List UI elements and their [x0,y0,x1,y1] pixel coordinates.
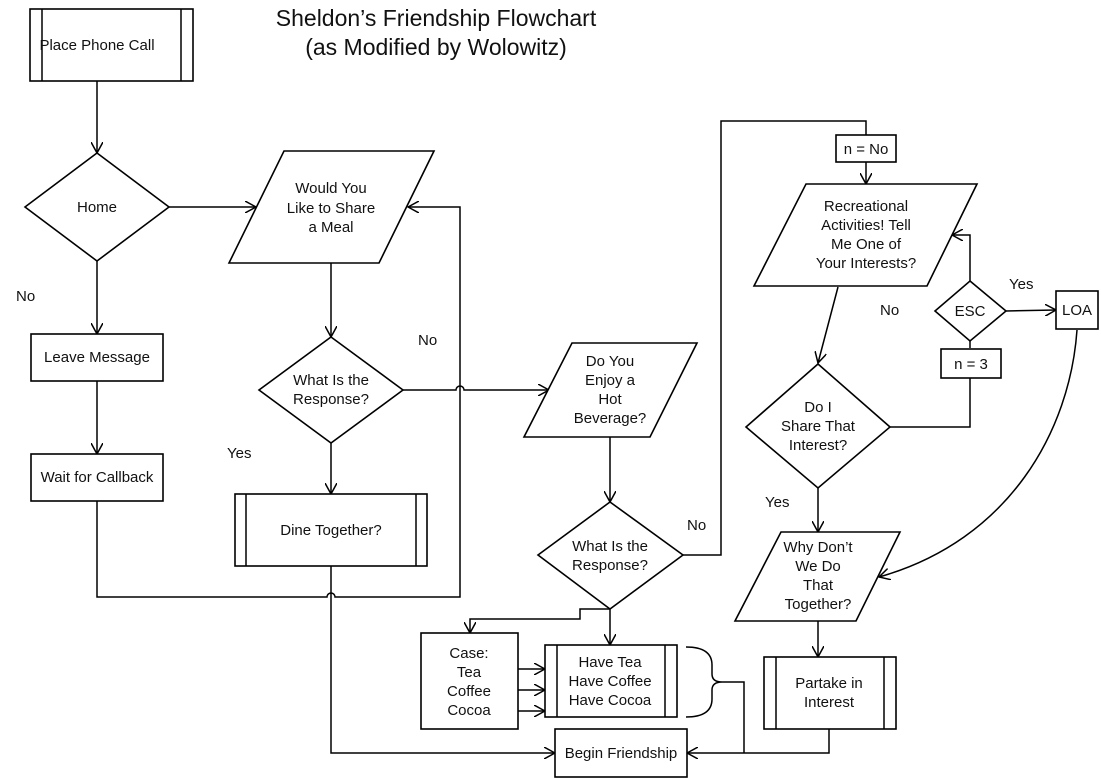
node-have-drinks[interactable]: Have Tea Have Coffee Have Cocoa [544,644,678,718]
node-label: Have Cocoa [569,692,652,709]
node-label: Place Phone Call [39,37,154,54]
node-label: Beverage? [574,410,647,427]
node-label: Do You [586,353,634,370]
node-label: Why Don’t [783,539,853,556]
edge-label-recreational-no: No [880,302,899,319]
node-home[interactable]: Home [23,152,171,262]
title-line-1: Sheldon’s Friendship Flowchart [276,5,597,31]
node-why-dont-we[interactable]: Why Don’t We Do That Together? [733,531,902,622]
node-esc[interactable]: ESC [933,279,1008,343]
node-label: That [803,577,834,594]
edge-response2-to-n-no [683,120,867,556]
edge-label-response1-yes: Yes [227,445,251,462]
node-label: Your Interests? [816,255,916,272]
node-place-phone-call[interactable]: Place Phone Call [29,8,194,82]
edge-loa-to-why-dont [879,329,1078,577]
node-label: ESC [955,303,986,320]
edge-label-home-no: No [16,288,35,305]
node-label: What Is the [572,538,648,555]
node-case[interactable]: Case: Tea Coffee Cocoa [420,632,519,730]
node-response-2[interactable]: What Is the Response? [536,501,685,610]
node-label: Hot [598,391,622,408]
node-n-equals-3[interactable]: n = 3 [940,348,1002,379]
node-label: Wait for Callback [41,469,154,486]
edge-share-to-n3 [890,378,971,428]
node-label: Would You [295,180,366,197]
node-begin-friendship[interactable]: Begin Friendship [554,728,688,778]
edge-brace-down [722,681,745,753]
node-n-equals-no[interactable]: n = No [835,134,897,163]
title-line-2: (as Modified by Wolowitz) [305,34,567,60]
node-label: Have Tea [578,654,642,671]
node-label: Home [77,199,117,216]
node-wait-for-callback[interactable]: Wait for Callback [30,453,164,502]
edge-partake-to-friendship [687,729,830,753]
node-label: Interest [804,694,855,711]
node-label: Share That [781,418,856,435]
node-label: Leave Message [44,349,150,366]
edge-loop-to-meal [96,207,461,598]
edge-response2-to-case [470,608,610,633]
node-label: Coffee [447,683,491,700]
node-label: Me One of [831,236,902,253]
node-label: Do I [804,399,832,416]
node-label: Enjoy a [585,372,636,389]
node-label: Have Coffee [568,673,651,690]
edge-dine-to-friendship [330,566,555,753]
node-dine-together[interactable]: Dine Together? [234,493,428,567]
node-label: Together? [785,596,852,613]
node-label: Case: [449,645,488,662]
node-label: Interest? [789,437,847,454]
node-label: Activities! Tell [821,217,911,234]
node-partake-in-interest[interactable]: Partake in Interest [763,656,897,730]
node-label: Dine Together? [280,522,381,539]
node-label: a Meal [308,219,353,236]
node-label: Tea [457,664,482,681]
node-share-meal[interactable]: Would You Like to Share a Meal [227,150,436,264]
node-label: What Is the [293,372,369,389]
node-hot-beverage[interactable]: Do You Enjoy a Hot Beverage? [522,342,699,438]
node-label: n = 3 [954,356,988,373]
node-label: Partake in [795,675,863,692]
node-label: Recreational [824,198,908,215]
edge-response1-to-beverage [403,386,549,390]
edge-label-esc-yes: Yes [1009,276,1033,293]
node-label: Like to Share [287,200,375,217]
node-label: Begin Friendship [565,745,678,762]
node-label: Cocoa [447,702,491,719]
edge-label-share-yes: Yes [765,494,789,511]
edge-esc-to-recreational [952,235,971,281]
brace [685,646,723,718]
node-label: LOA [1062,302,1092,319]
node-leave-message[interactable]: Leave Message [30,333,164,382]
edge-label-response1-no: No [418,332,437,349]
node-response-1[interactable]: What Is the Response? [257,336,405,444]
edge-label-response2-no: No [687,517,706,534]
node-loa[interactable]: LOA [1055,290,1099,330]
edge-esc-to-loa [1005,310,1056,311]
connectors [96,81,1078,753]
node-share-interest[interactable]: Do I Share That Interest? [744,362,892,490]
node-label: n = No [844,141,889,158]
node-label: Response? [572,557,648,574]
edge-recreational-to-share [818,286,839,363]
node-recreational-activities[interactable]: Recreational Activities! Tell Me One of … [752,183,979,287]
node-label: We Do [795,558,841,575]
node-label: Response? [293,391,369,408]
